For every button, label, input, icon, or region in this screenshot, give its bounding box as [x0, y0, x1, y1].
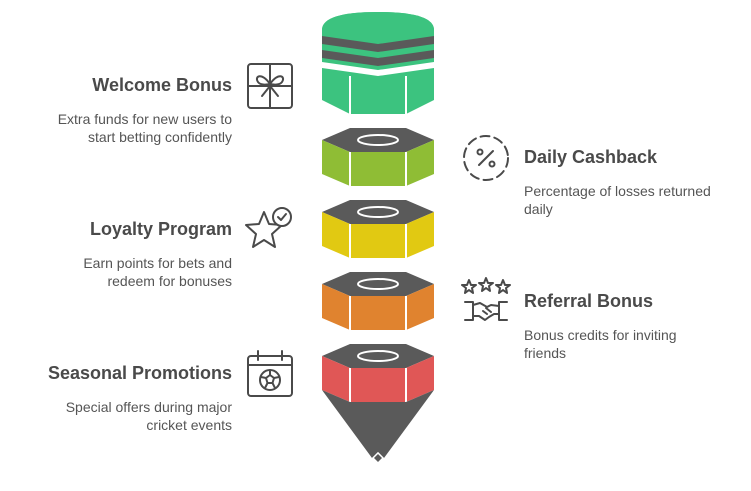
- daily-cashback-description-line-1: Percentage of losses returned: [524, 183, 711, 199]
- percent-icon: [463, 135, 509, 181]
- seasonal-promotions-description-line-2: cricket events: [146, 417, 232, 433]
- calendar-ball-icon: [247, 350, 293, 397]
- loyalty-program-title: Loyalty Program: [89, 219, 232, 239]
- daily-cashback-title: Daily Cashback: [524, 147, 658, 167]
- welcome-bonus-description-line-1: Extra funds for new users to: [57, 111, 232, 127]
- pencil-tip: [322, 390, 434, 466]
- referral-bonus-description: Bonus credits for inviting friends: [524, 326, 677, 362]
- seasonal-promotions-description: Special offers during major cricket even…: [66, 398, 232, 434]
- star-check-icon: [245, 207, 292, 248]
- loyalty-program-description-line-2: redeem for bonuses: [107, 273, 232, 289]
- referral-bonus-title: Referral Bonus: [524, 291, 654, 311]
- referral-bonus-description-line-1: Bonus credits for inviting: [524, 327, 677, 343]
- referral-bonus-description-line-2: friends: [524, 345, 567, 361]
- welcome-bonus-description: Extra funds for new users to start betti…: [58, 110, 232, 146]
- welcome-bonus-title: Welcome Bonus: [92, 75, 232, 95]
- segment-seasonal-promotions: [322, 344, 434, 402]
- handshake-stars-icon: [461, 277, 511, 321]
- eraser-cap: [322, 12, 434, 114]
- daily-cashback-description-line-2: daily: [524, 201, 553, 217]
- loyalty-program-description-line-1: Earn points for bets and: [83, 255, 232, 271]
- gift-icon: [247, 63, 293, 109]
- seasonal-promotions-description-line-1: Special offers during major: [65, 399, 232, 415]
- seasonal-promotions-title: Seasonal Promotions: [47, 363, 232, 383]
- loyalty-program-description: Earn points for bets and redeem for bonu…: [83, 254, 232, 290]
- welcome-bonus-description-line-2: start betting confidently: [88, 129, 232, 145]
- segment-loyalty-program: [322, 200, 434, 258]
- segment-referral-bonus: [322, 272, 434, 330]
- segment-daily-cashback: [322, 128, 434, 186]
- daily-cashback-description: Percentage of losses returned daily: [524, 182, 711, 218]
